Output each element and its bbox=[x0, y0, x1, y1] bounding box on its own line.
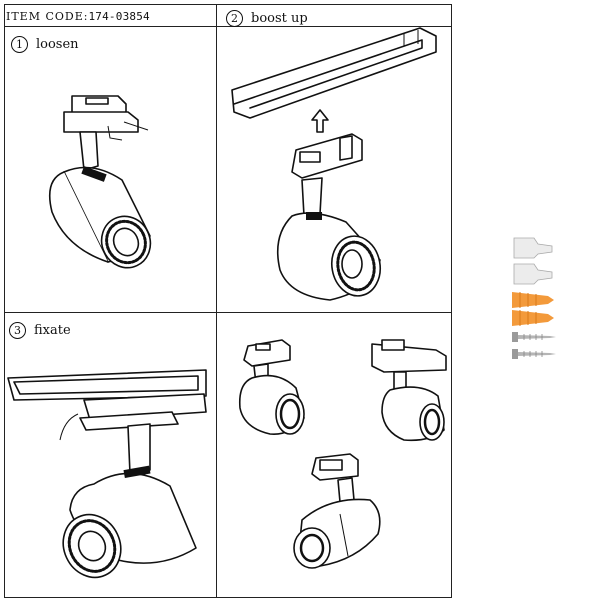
item-code: ITEM CODE:174-03854 bbox=[6, 10, 150, 23]
step-1-number: 1 bbox=[11, 36, 28, 53]
screw-icon bbox=[512, 332, 556, 342]
step-2-label: boost up bbox=[251, 11, 308, 26]
wire-connector-icon bbox=[513, 263, 553, 285]
spotlight-loosen-illustration bbox=[48, 95, 152, 269]
spotlight-variant-2-illustration bbox=[371, 339, 447, 442]
item-code-value: 174-03854 bbox=[88, 10, 150, 23]
track-rail-fixate-illustration bbox=[7, 369, 207, 441]
wall-plug-icon bbox=[512, 310, 554, 326]
item-code-label: ITEM CODE: bbox=[6, 10, 89, 23]
step-3-title: 3 fixate bbox=[9, 322, 71, 339]
wall-plug-icon bbox=[512, 292, 554, 308]
arrow-up-icon bbox=[311, 109, 329, 133]
spotlight-fixate-illustration bbox=[62, 423, 197, 579]
divider-top bbox=[4, 26, 452, 27]
step-3-number: 3 bbox=[9, 322, 26, 339]
screw-icon bbox=[512, 349, 556, 359]
step-1-label: loosen bbox=[36, 37, 79, 52]
step-2-title: 2 boost up bbox=[226, 10, 308, 27]
divider-vertical bbox=[216, 4, 217, 598]
track-rail-illustration bbox=[231, 27, 437, 119]
wire-connector-icon bbox=[513, 237, 553, 259]
step-2-number: 2 bbox=[226, 10, 243, 27]
spotlight-variant-1-illustration bbox=[238, 339, 305, 435]
instruction-frame bbox=[4, 4, 452, 598]
spotlight-boost-illustration bbox=[276, 133, 382, 301]
hardware-kit bbox=[512, 237, 556, 359]
step-3-label: fixate bbox=[34, 323, 71, 338]
step-1-title: 1 loosen bbox=[11, 36, 79, 53]
divider-middle bbox=[4, 312, 452, 313]
spotlight-variant-3-illustration bbox=[293, 453, 381, 569]
